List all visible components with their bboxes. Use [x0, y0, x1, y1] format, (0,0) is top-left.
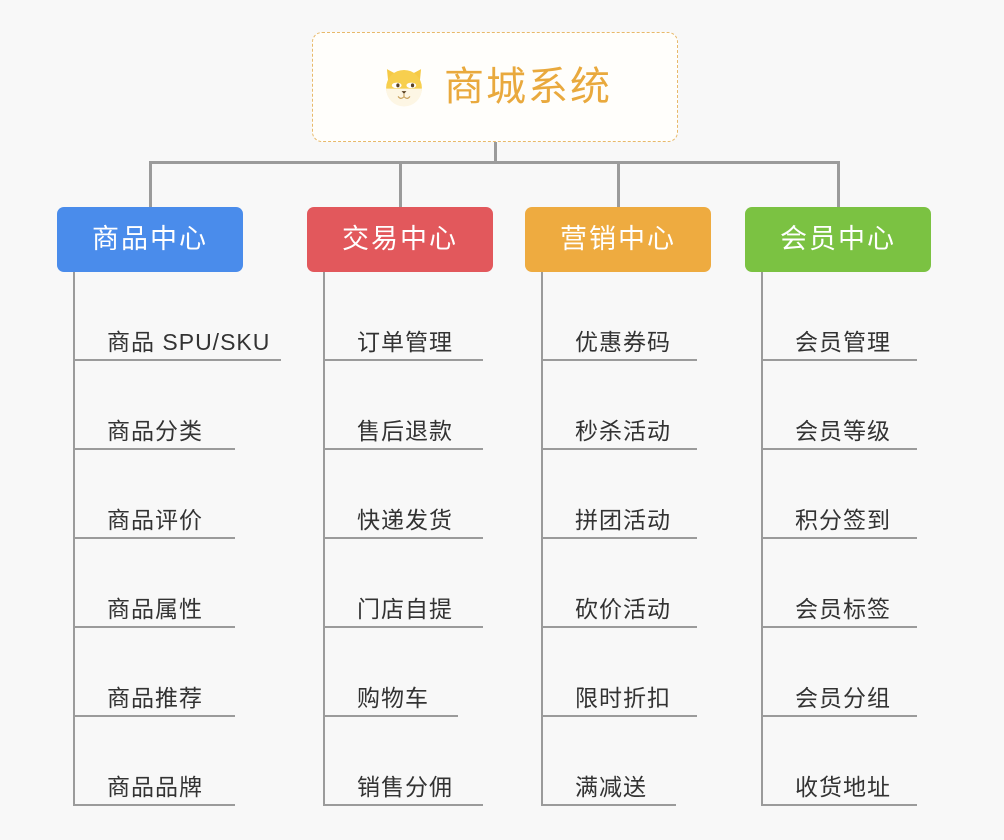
connector-drop-3: [837, 161, 840, 207]
list-item[interactable]: 商品品牌: [75, 717, 235, 806]
connector-root-stem: [494, 142, 497, 164]
list-item[interactable]: 快递发货: [325, 450, 483, 539]
column-header-label-1: 交易中心: [342, 224, 458, 254]
list-item[interactable]: 商品属性: [75, 539, 235, 628]
leaf-label: 快递发货: [357, 506, 453, 533]
leaf-label: 门店自提: [357, 595, 453, 622]
list-item[interactable]: 积分签到: [763, 450, 917, 539]
connector-horizontal-bus: [149, 161, 840, 164]
shiba-dog-icon: [378, 61, 430, 113]
leaf-label: 销售分佣: [357, 773, 453, 800]
list-item[interactable]: 优惠券码: [543, 272, 697, 361]
leaf-list-2: 优惠券码 秒杀活动 拼团活动 砍价活动 限时折扣 满减送: [541, 272, 697, 806]
root-node[interactable]: 商城系统: [312, 32, 678, 142]
list-item[interactable]: 会员分组: [763, 628, 917, 717]
leaf-label: 满减送: [575, 773, 647, 800]
connector-drop-0: [149, 161, 152, 207]
connector-drop-1: [399, 161, 402, 207]
column-header-label-3: 会员中心: [780, 224, 896, 254]
column-header-label-2: 营销中心: [560, 224, 676, 254]
list-item[interactable]: 商品 SPU/SKU: [75, 272, 281, 361]
list-item[interactable]: 拼团活动: [543, 450, 697, 539]
list-item[interactable]: 商品评价: [75, 450, 235, 539]
list-item[interactable]: 售后退款: [325, 361, 483, 450]
column-header-1[interactable]: 交易中心: [307, 207, 493, 272]
list-item[interactable]: 满减送: [543, 717, 676, 806]
leaf-label: 商品 SPU/SKU: [107, 328, 271, 355]
list-item[interactable]: 购物车: [325, 628, 458, 717]
list-item[interactable]: 订单管理: [325, 272, 483, 361]
leaf-label: 商品属性: [107, 595, 203, 622]
leaf-label: 优惠券码: [575, 328, 671, 355]
leaf-label: 购物车: [357, 684, 429, 711]
list-item[interactable]: 商品分类: [75, 361, 235, 450]
list-item[interactable]: 限时折扣: [543, 628, 697, 717]
list-item[interactable]: 秒杀活动: [543, 361, 697, 450]
list-item[interactable]: 会员标签: [763, 539, 917, 628]
leaf-label: 限时折扣: [575, 684, 671, 711]
list-item[interactable]: 商品推荐: [75, 628, 235, 717]
column-marketing-center: 营销中心 优惠券码 秒杀活动 拼团活动 砍价活动 限时折扣 满减送: [525, 207, 711, 806]
leaf-label: 会员分组: [795, 684, 891, 711]
list-item[interactable]: 门店自提: [325, 539, 483, 628]
leaf-label: 售后退款: [357, 417, 453, 444]
list-item[interactable]: 砍价活动: [543, 539, 697, 628]
column-header-0[interactable]: 商品中心: [57, 207, 243, 272]
leaf-label: 秒杀活动: [575, 417, 671, 444]
column-header-3[interactable]: 会员中心: [745, 207, 931, 272]
root-title: 商城系统: [444, 65, 612, 109]
column-product-center: 商品中心 商品 SPU/SKU 商品分类 商品评价 商品属性 商品推荐 商品品牌: [57, 207, 281, 806]
leaf-label: 会员标签: [795, 595, 891, 622]
leaf-label: 砍价活动: [575, 595, 671, 622]
leaf-label: 商品评价: [107, 506, 203, 533]
column-trade-center: 交易中心 订单管理 售后退款 快递发货 门店自提 购物车 销售分佣: [307, 207, 493, 806]
leaf-label: 订单管理: [357, 328, 453, 355]
leaf-label: 商品品牌: [107, 773, 203, 800]
list-item[interactable]: 销售分佣: [325, 717, 483, 806]
leaf-label: 收货地址: [795, 773, 891, 800]
leaf-label: 商品分类: [107, 417, 203, 444]
leaf-label: 会员管理: [795, 328, 891, 355]
column-header-label-0: 商品中心: [92, 224, 208, 254]
leaf-label: 商品推荐: [107, 684, 203, 711]
leaf-label: 拼团活动: [575, 506, 671, 533]
list-item[interactable]: 会员等级: [763, 361, 917, 450]
leaf-list-0: 商品 SPU/SKU 商品分类 商品评价 商品属性 商品推荐 商品品牌: [73, 272, 281, 806]
column-member-center: 会员中心 会员管理 会员等级 积分签到 会员标签 会员分组 收货地址: [745, 207, 931, 806]
list-item[interactable]: 收货地址: [763, 717, 917, 806]
list-item[interactable]: 会员管理: [763, 272, 917, 361]
leaf-label: 会员等级: [795, 417, 891, 444]
leaf-label: 积分签到: [795, 506, 891, 533]
column-header-2[interactable]: 营销中心: [525, 207, 711, 272]
leaf-list-3: 会员管理 会员等级 积分签到 会员标签 会员分组 收货地址: [761, 272, 917, 806]
leaf-list-1: 订单管理 售后退款 快递发货 门店自提 购物车 销售分佣: [323, 272, 483, 806]
connector-drop-2: [617, 161, 620, 207]
